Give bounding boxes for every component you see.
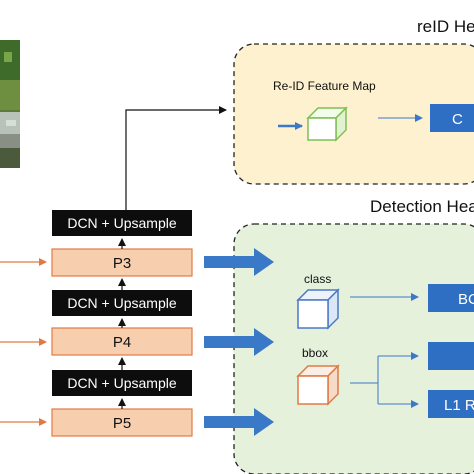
bbox-output-label-2: L1 R [444, 397, 474, 414]
upsample-flow-arrows [118, 106, 227, 409]
reid-output-label: C [452, 111, 463, 128]
dcn-upsample-label-middle: DCN + Upsample [67, 295, 177, 311]
bbox-cube-icon [296, 364, 340, 406]
class-output-label: BC [458, 291, 474, 308]
bbox-branch-label: bbox [302, 346, 328, 360]
dcn-upsample-block-middle [52, 290, 192, 316]
big-blue-arrow-p4 [204, 328, 274, 356]
big-blue-arrow-p3 [204, 248, 274, 276]
level-p5-label: P5 [113, 415, 131, 432]
level-p5-box [51, 408, 193, 437]
class-cube-icon [296, 288, 340, 330]
backbone-input-arrows [0, 258, 47, 426]
input-photo [0, 40, 20, 168]
level-p3-box [51, 248, 193, 277]
reid-head-title: reID He [417, 17, 474, 36]
dcn-upsample-block-top [52, 210, 192, 236]
dcn-upsample-label-bottom: DCN + Upsample [67, 375, 177, 391]
bbox-split-arrows [350, 352, 419, 408]
class-output-box [428, 284, 474, 312]
big-blue-arrow-p5 [204, 408, 274, 436]
detection-head-panel [233, 223, 474, 474]
level-p4-box [51, 327, 193, 356]
detection-head-title: Detection Hea [370, 197, 474, 216]
level-p4-label: P4 [113, 334, 131, 351]
dcn-upsample-label-top: DCN + Upsample [67, 215, 177, 231]
reid-feature-map-label: Re-ID Feature Map [273, 79, 376, 93]
dcn-upsample-block-bottom [52, 370, 192, 396]
class-branch-label: class [304, 272, 331, 286]
bbox-output-box-1 [428, 342, 474, 370]
level-p3-label: P3 [113, 255, 131, 272]
reid-output-box [430, 104, 474, 132]
reid-head-panel [233, 43, 474, 185]
bbox-output-box-2 [428, 390, 474, 418]
reid-feature-cube-icon [306, 106, 348, 142]
